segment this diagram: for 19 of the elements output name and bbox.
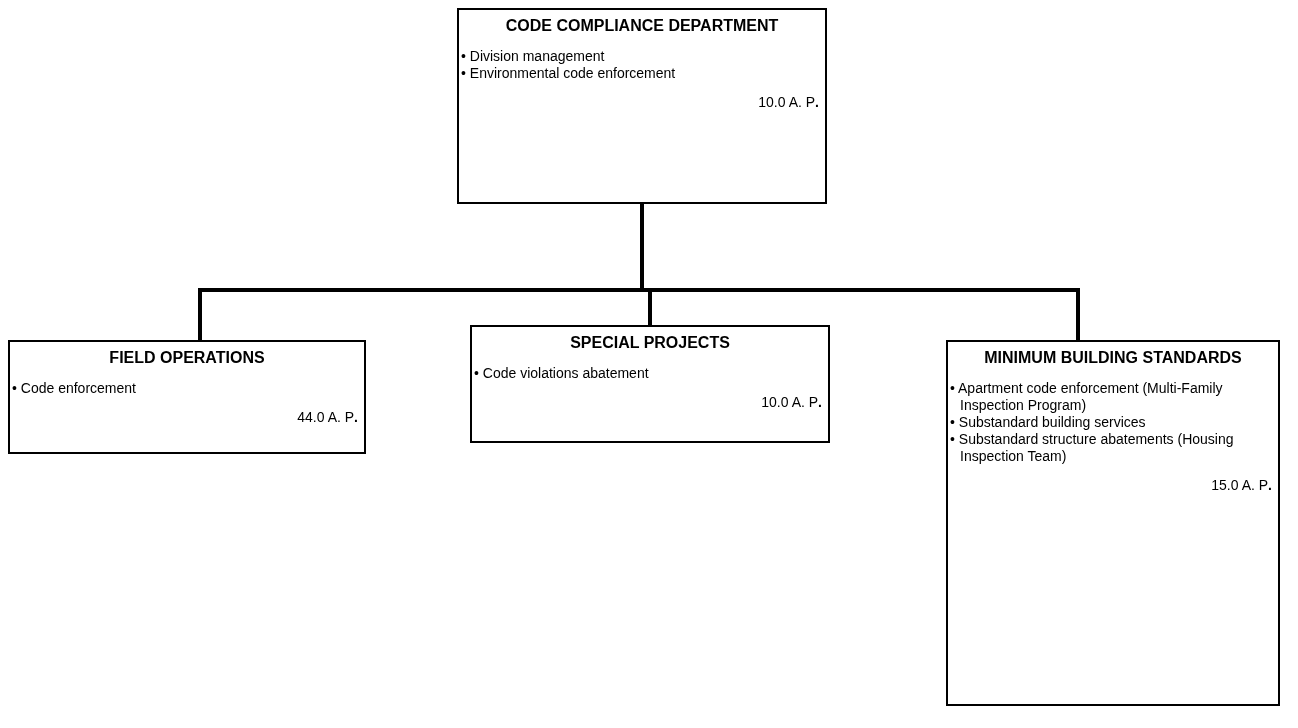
bullet-item: • Code violations abatement	[474, 365, 650, 382]
bullet-item: • Substandard structure abatements (Housing Inspection Team)	[950, 431, 1235, 465]
unit-title: FIELD OPERATIONS	[108, 348, 266, 368]
bullet-item: • Code enforcement	[12, 380, 137, 397]
unit-title: MINIMUM BUILDING STANDARDS	[983, 348, 1243, 368]
staffing-count: 10.0 A. P.	[760, 394, 822, 410]
unit-title: CODE COMPLIANCE DEPARTMENT	[504, 16, 780, 36]
org-unit-box	[946, 340, 1280, 706]
bullet-item: • Environmental code enforcement	[461, 65, 677, 82]
bullet-item: • Apartment code enforcement (Multi-Family Inspection Program)	[950, 380, 1224, 414]
staffing-count: 15.0 A. P.	[1210, 477, 1272, 493]
org-unit-box	[470, 325, 830, 443]
bullet-item: • Substandard building services	[950, 414, 1147, 431]
staffing-count: 44.0 A. P.	[296, 409, 358, 425]
org-unit-box	[457, 8, 827, 204]
unit-title: SPECIAL PROJECTS	[569, 333, 731, 353]
org-unit-box	[8, 340, 366, 454]
bullet-item: • Division management	[461, 48, 606, 65]
staffing-count: 10.0 A. P.	[757, 94, 819, 110]
